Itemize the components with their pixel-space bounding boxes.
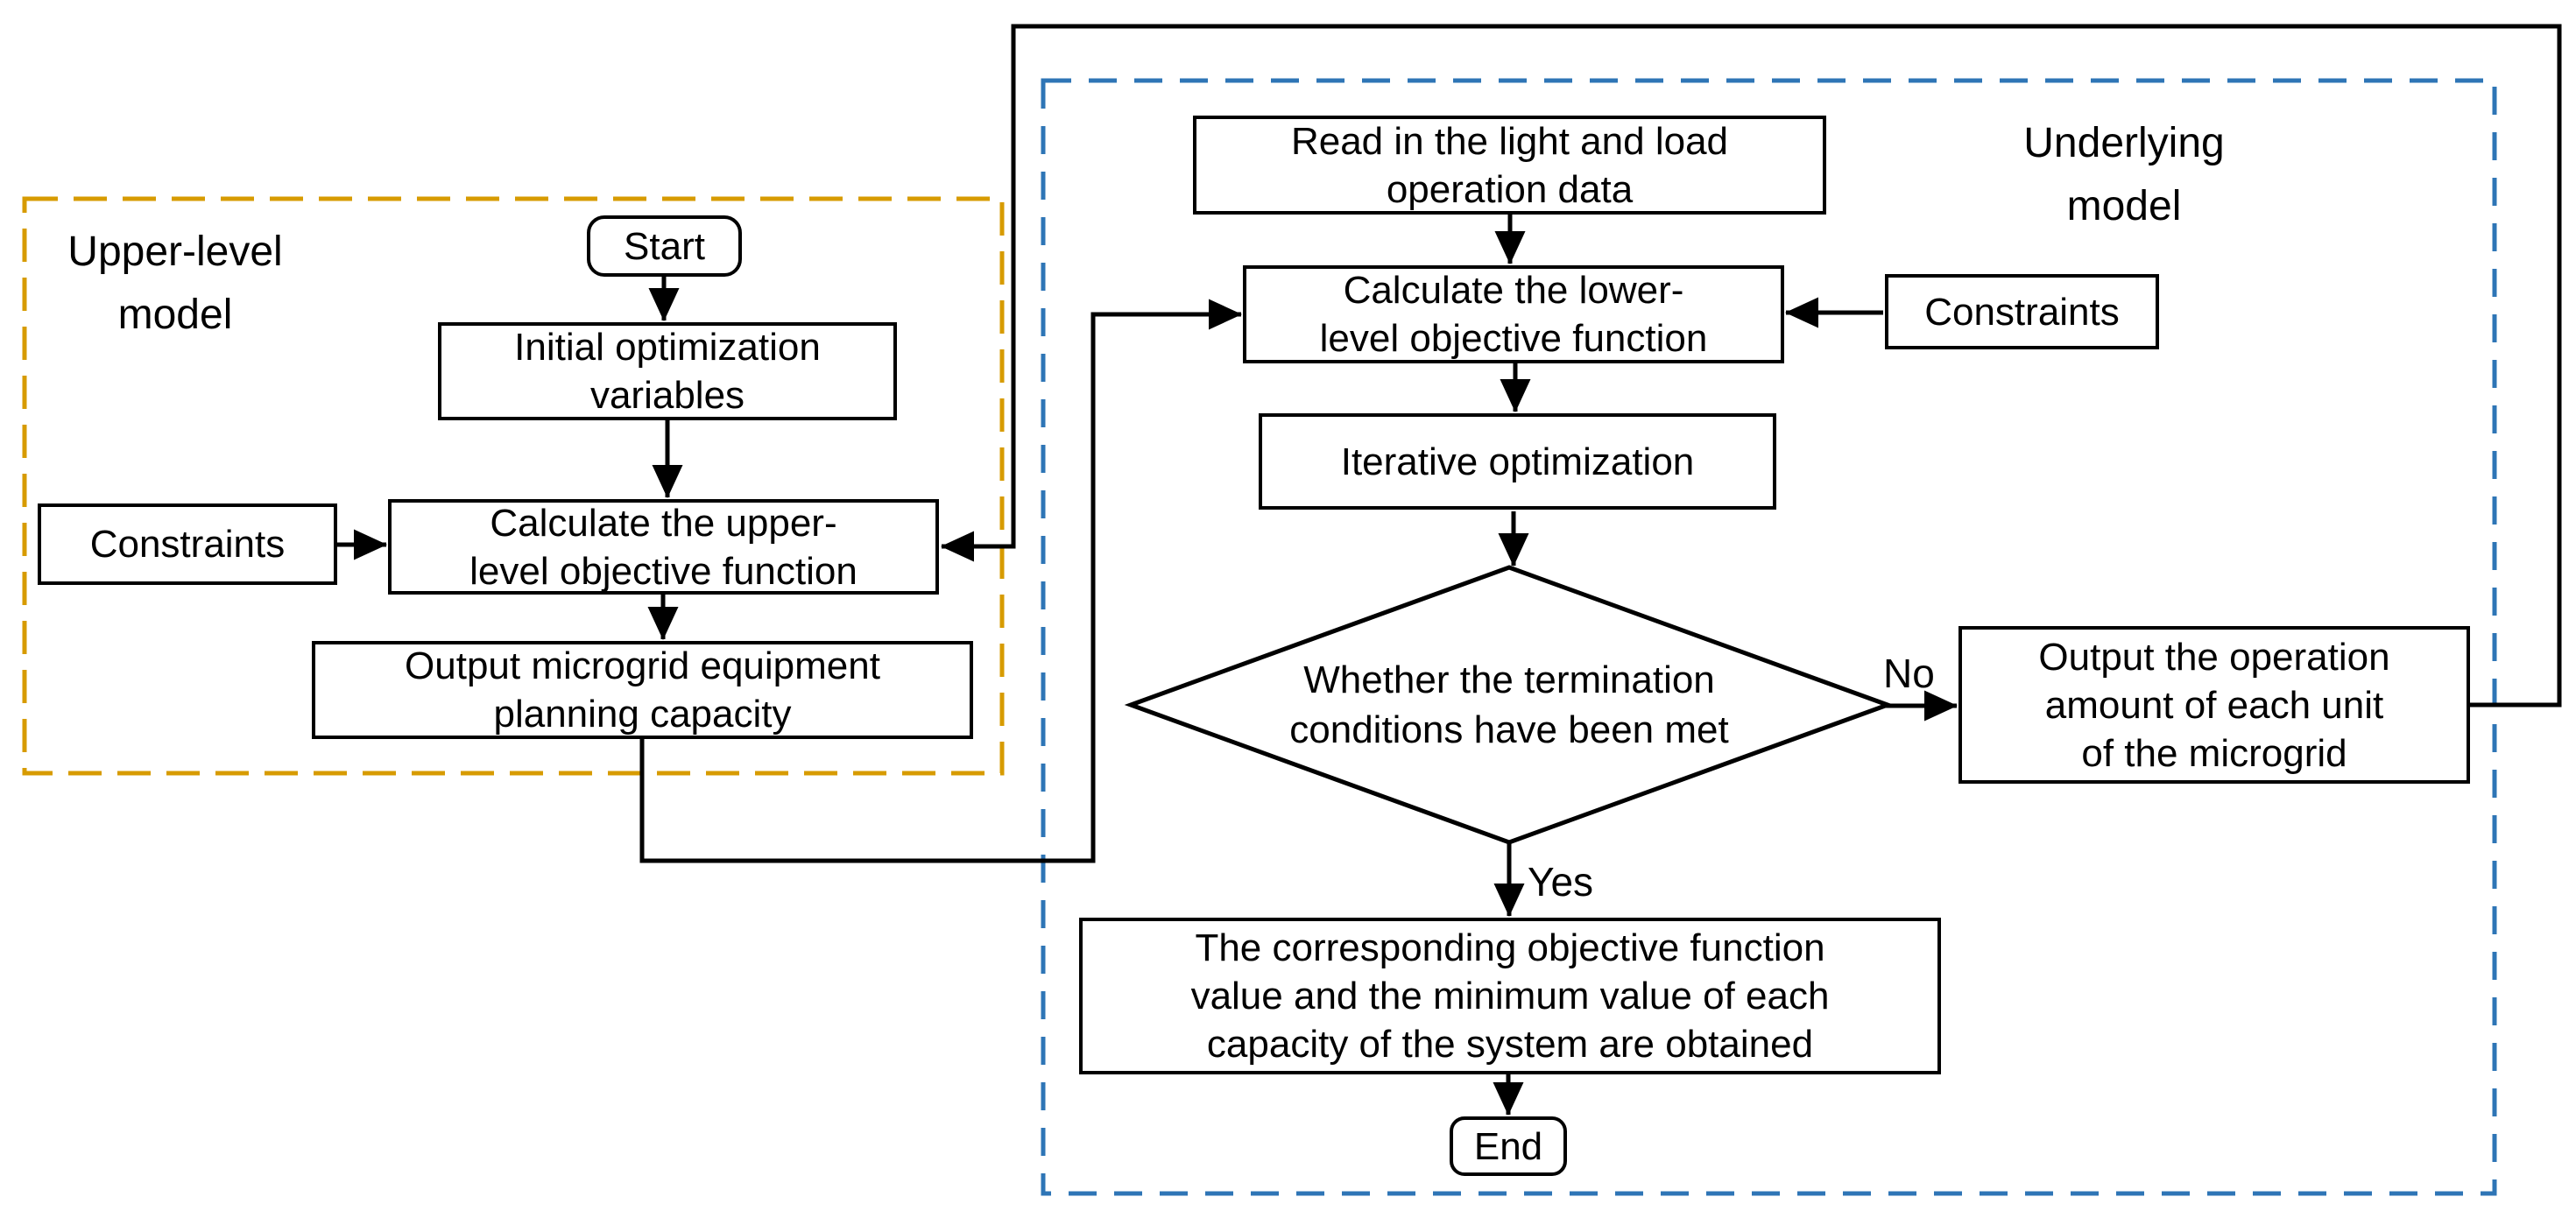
underlying-model-region-label: Underlying model bbox=[1975, 112, 2273, 238]
upper-model-region-border bbox=[22, 196, 1005, 776]
node-start: Start bbox=[587, 215, 742, 277]
node-output-operation-line1: Output the operation bbox=[2038, 635, 2390, 679]
decision-diamond bbox=[1124, 565, 1895, 845]
node-iterative-label: Iterative optimization bbox=[1340, 440, 1695, 483]
node-initial-line2: variables bbox=[589, 374, 745, 417]
node-initial-optimization-variables: Initial optimization variables bbox=[438, 322, 897, 420]
underlying-model-label-line2: model bbox=[2066, 183, 2182, 229]
node-iterative-optimization: Iterative optimization bbox=[1259, 413, 1776, 510]
upper-model-region-label: Upper-level model bbox=[26, 221, 324, 347]
node-result-line2: value and the minimum value of each bbox=[1190, 975, 1830, 1017]
node-calculate-upper-objective: Calculate the upper- level objective fun… bbox=[388, 499, 939, 595]
node-read-operation-data: Read in the light and load operation dat… bbox=[1193, 116, 1826, 215]
underlying-model-region-border bbox=[1041, 78, 2497, 1196]
underlying-model-label-line1: Underlying bbox=[2023, 120, 2225, 166]
node-initial-line1: Initial optimization bbox=[514, 326, 821, 369]
node-constraints-lower: Constraints bbox=[1885, 274, 2159, 349]
node-decision-line2: conditions have been met bbox=[1289, 708, 1729, 751]
node-output-planning-line1: Output microgrid equipment bbox=[405, 644, 880, 687]
node-calc-lower-line1: Calculate the lower- bbox=[1343, 269, 1684, 312]
node-calc-upper-line1: Calculate the upper- bbox=[490, 501, 837, 545]
node-decision-text: Whether the termination conditions have … bbox=[1159, 648, 1860, 762]
edge-label-yes: Yes bbox=[1528, 859, 1594, 905]
node-output-planning-capacity: Output microgrid equipment planning capa… bbox=[312, 641, 973, 739]
node-result-obtained: The corresponding objective function val… bbox=[1079, 918, 1941, 1074]
node-output-planning-line2: planning capacity bbox=[493, 693, 792, 736]
node-calc-lower-line2: level objective function bbox=[1319, 317, 1708, 360]
node-constraints-upper: Constraints bbox=[38, 503, 337, 585]
edge-label-no: No bbox=[1883, 651, 1935, 696]
node-output-operation-amount: Output the operation amount of each unit… bbox=[1958, 626, 2470, 784]
node-result-line1: The corresponding objective function bbox=[1195, 926, 1825, 969]
node-decision-line1: Whether the termination bbox=[1303, 658, 1715, 701]
node-end: End bbox=[1450, 1116, 1567, 1176]
arrow-output-planning-to-calc-lower bbox=[639, 299, 1242, 863]
node-constraints-lower-label: Constraints bbox=[1924, 290, 2120, 334]
flow-arrows-group bbox=[337, 24, 2562, 1116]
node-calculate-lower-objective: Calculate the lower- level objective fun… bbox=[1243, 265, 1784, 363]
node-end-label: End bbox=[1473, 1124, 1543, 1168]
node-read-data-line1: Read in the light and load bbox=[1290, 119, 1729, 163]
node-result-line3: capacity of the system are obtained bbox=[1206, 1023, 1814, 1066]
node-calc-upper-line2: level objective function bbox=[469, 549, 857, 593]
node-start-label: Start bbox=[624, 224, 705, 268]
arrow-output-operation-to-calc-upper bbox=[941, 24, 2562, 708]
node-constraints-upper-label: Constraints bbox=[89, 523, 286, 566]
node-read-data-line2: operation data bbox=[1386, 167, 1634, 211]
upper-model-label-line2: model bbox=[117, 292, 233, 338]
upper-model-label-line1: Upper-level bbox=[67, 229, 283, 275]
node-output-operation-line3: of the microgrid bbox=[2081, 731, 2347, 775]
node-output-operation-line2: amount of each unit bbox=[2044, 683, 2384, 727]
